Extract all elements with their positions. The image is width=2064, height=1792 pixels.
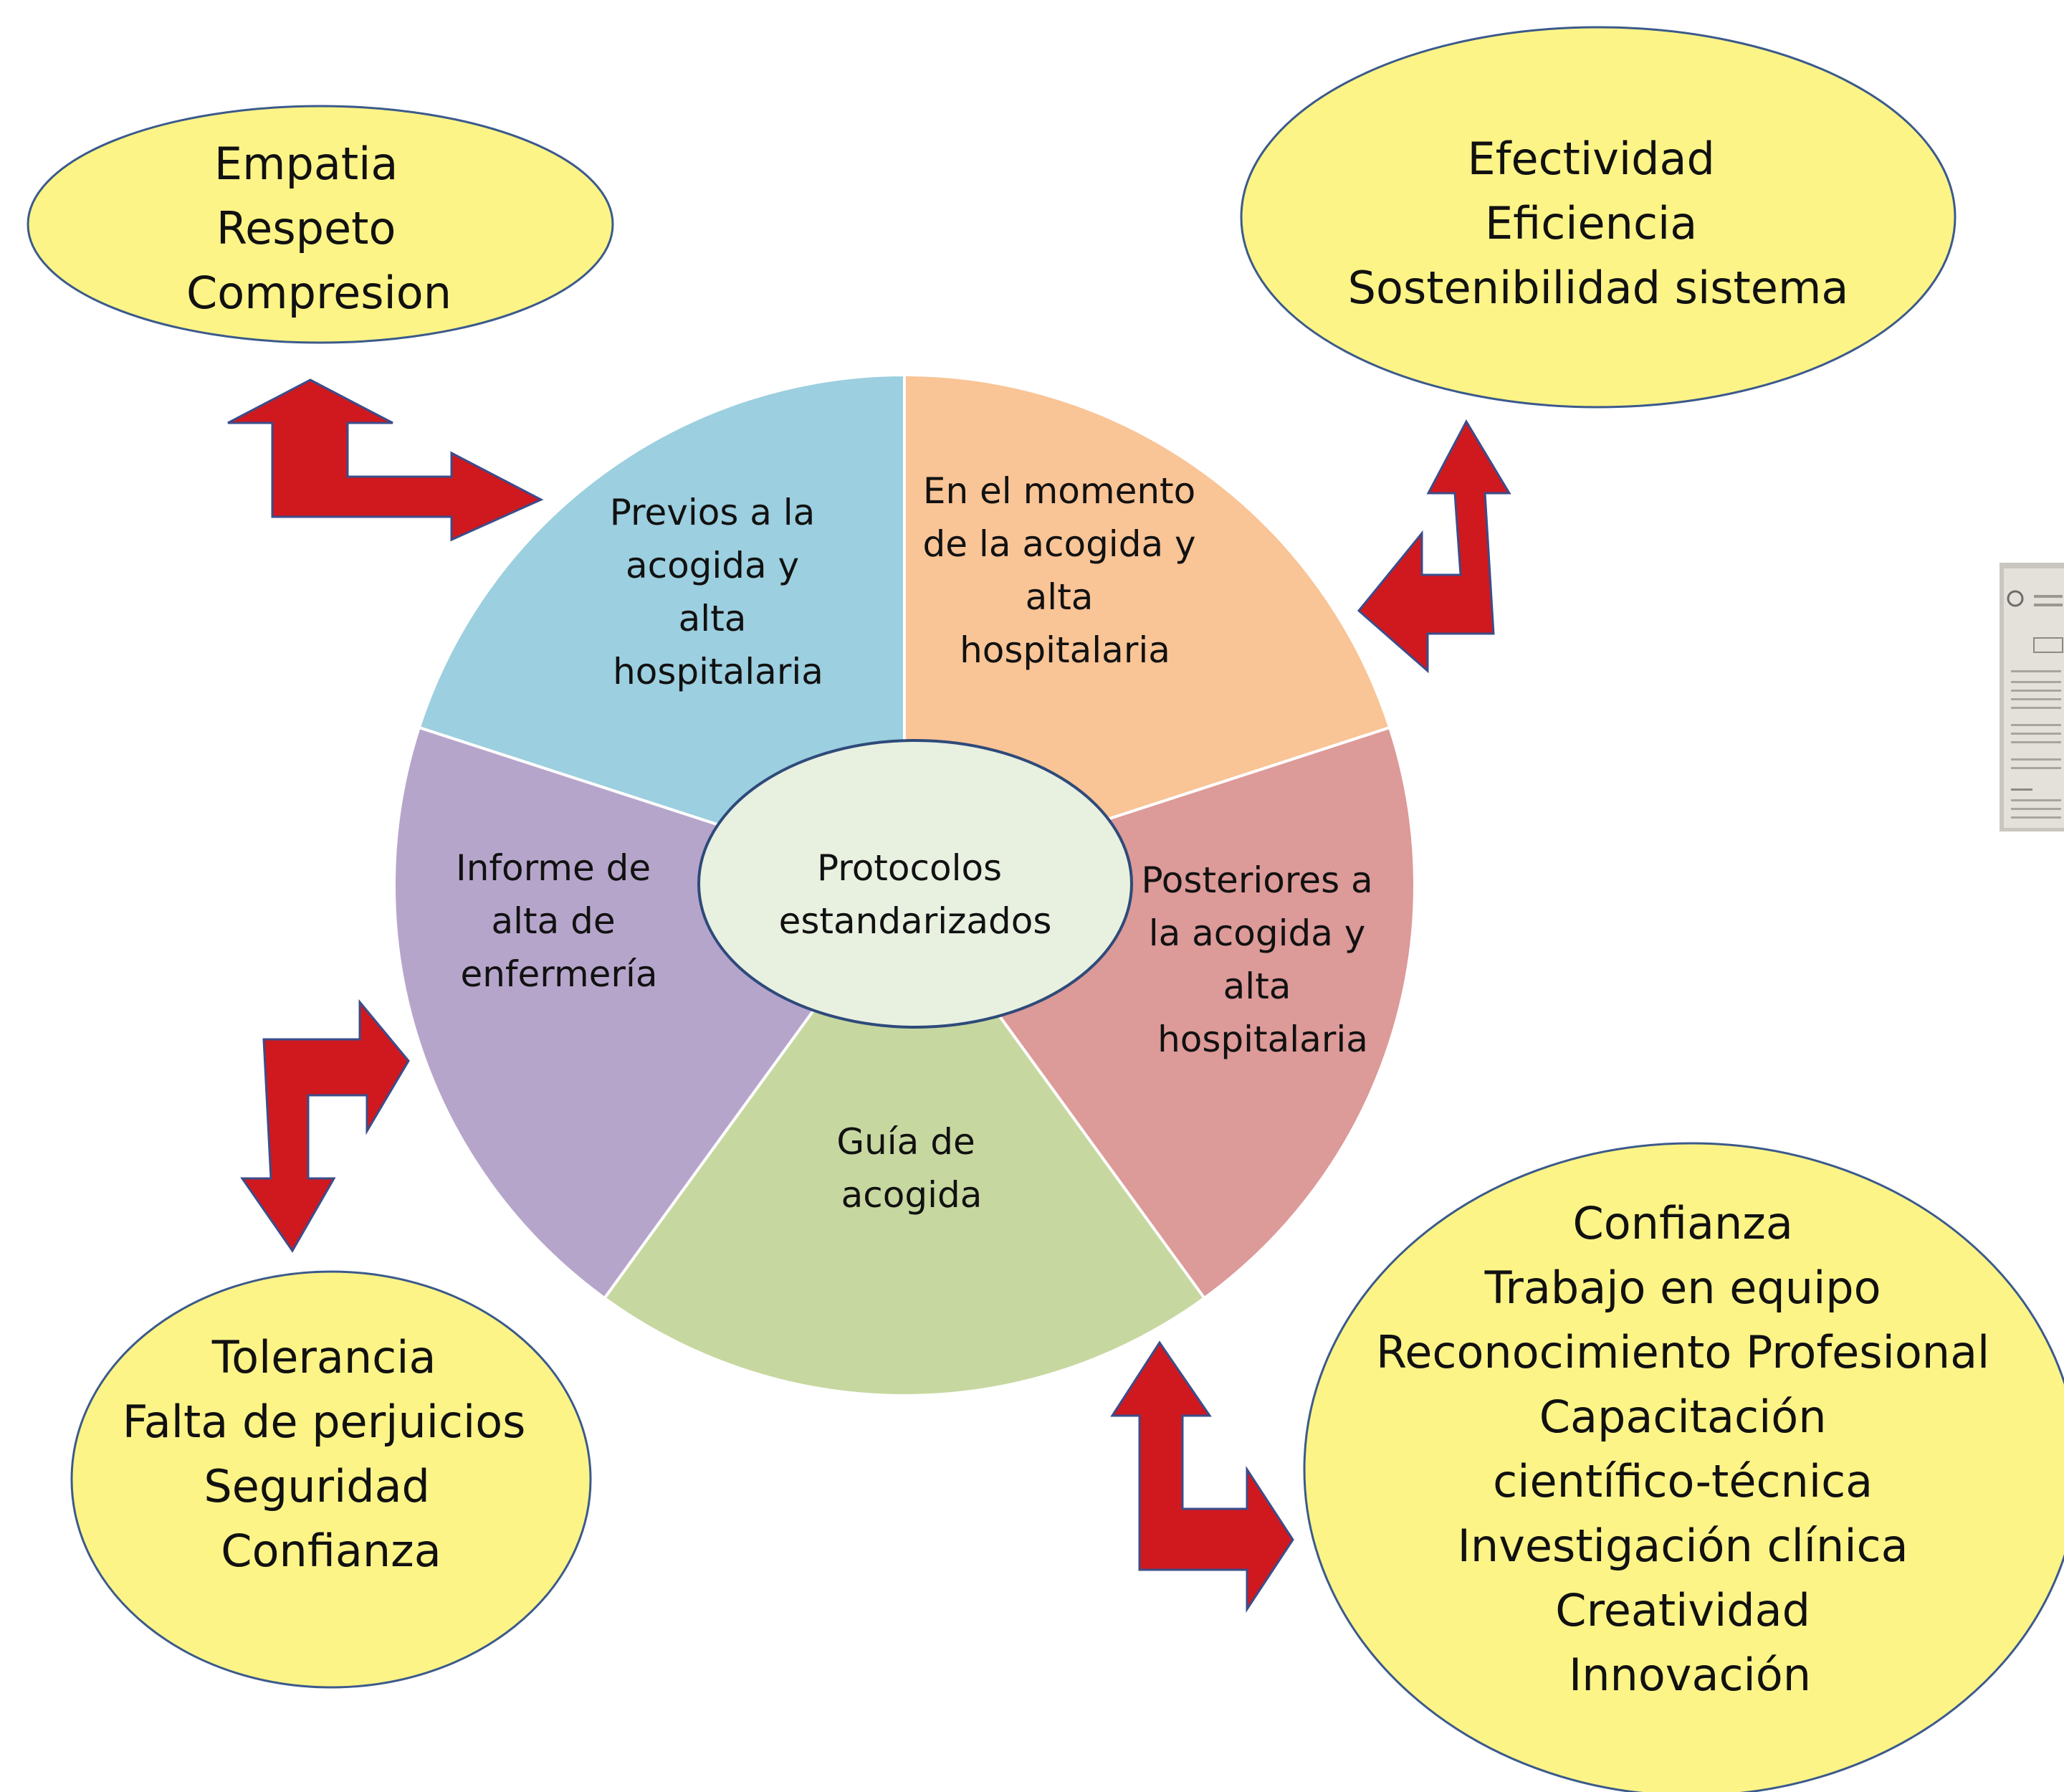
segment-posteriores-label: Posteriores a la acogida y alta hospital…: [1141, 859, 1384, 1060]
ellipse-bottom-left-text: Tolerancia Falta de perjuicios Seguridad…: [123, 1331, 540, 1577]
ellipse-top-left: [27, 105, 614, 344]
ellipse-bottom-left: [70, 1270, 592, 1689]
ellipse-bottom-right-text: Confianza Trabajo en equipo Reconocimien…: [1376, 1197, 2004, 1701]
document-thumbnail-icon: [2000, 563, 2064, 831]
double-arrow-icon: [1110, 1340, 1294, 1613]
ellipse-top-left-text: Empatia Respeto Compresion: [186, 138, 452, 319]
segment-guia: [602, 882, 1207, 1397]
center-ellipse: [697, 739, 1133, 1029]
ellipse-top-right: [1240, 26, 1956, 409]
segment-informe-label: Informe de alta de enfermería: [456, 847, 662, 995]
segment-momento-label: En el momento de la acogida y alta hospi…: [923, 470, 1208, 671]
ellipse-top-right-text: Efectividad Eficiencia Sostenibilidad si…: [1348, 133, 1849, 314]
segment-guia-label: Guía de acogida: [836, 1121, 986, 1216]
double-arrow-icon: [1357, 419, 1511, 674]
segment-previos: [417, 373, 906, 887]
segment-momento: [903, 373, 1392, 887]
double-arrow-icon: [240, 999, 410, 1253]
segment-previos-label: Previos a la acogida y alta hospitalaria: [610, 492, 826, 692]
double-arrow-icon: [227, 378, 544, 542]
center-label: Protocolos estandarizados: [779, 847, 1052, 942]
ellipse-bottom-right: [1303, 1142, 2064, 1792]
